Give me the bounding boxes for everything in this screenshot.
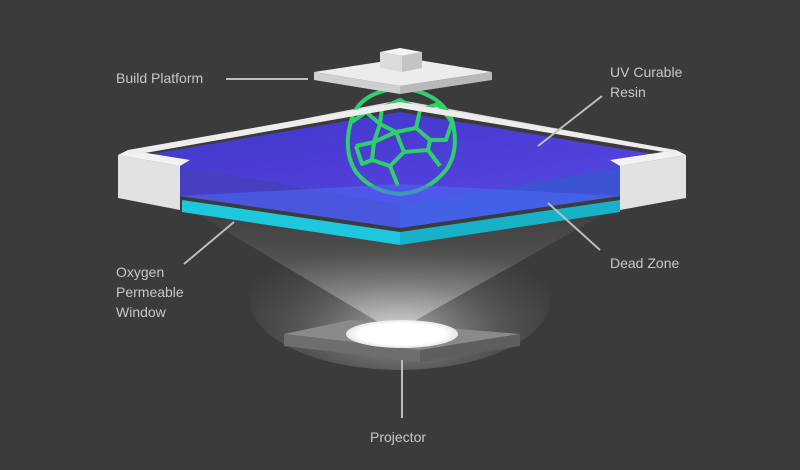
printed-object	[345, 86, 457, 196]
oxygen-window-left	[182, 200, 400, 245]
label-oxygen-permeable-window: Oxygen Permeable Window	[116, 262, 184, 322]
projector-left	[284, 334, 420, 362]
build-platform-left	[314, 72, 400, 94]
build-platform-post-top	[380, 48, 422, 56]
leader-uv-resin	[537, 95, 603, 147]
label-uv-line-1: UV Curable	[610, 64, 683, 80]
build-platform-top	[314, 58, 492, 86]
label-uv-line-2: Resin	[610, 84, 646, 100]
leader-oxygen-window	[183, 221, 235, 265]
label-build-platform: Build Platform	[116, 70, 204, 86]
build-platform-post-side	[402, 52, 422, 72]
build-platform-right	[400, 72, 492, 94]
build-platform-post-front	[380, 52, 402, 72]
leader-dead-zone	[547, 202, 601, 251]
label-oxygen-line-3: Window	[116, 304, 166, 320]
dead-zone-band	[180, 184, 620, 228]
label-projector: Projector	[370, 429, 427, 445]
vat-wall-left-front	[118, 155, 180, 210]
label-oxygen-line-1: Oxygen	[116, 264, 165, 280]
projector-right	[420, 334, 520, 362]
vat-wall-right-front	[620, 155, 686, 210]
resin-surface	[128, 112, 676, 205]
label-dead-zone: Dead Zone	[610, 255, 680, 271]
oxygen-window-right	[400, 200, 620, 245]
vat-wall-right-top	[610, 150, 686, 166]
projector-lens	[346, 320, 458, 348]
label-oxygen-line-2: Permeable	[116, 284, 184, 300]
label-uv-curable-resin: UV Curable Resin	[610, 62, 682, 102]
